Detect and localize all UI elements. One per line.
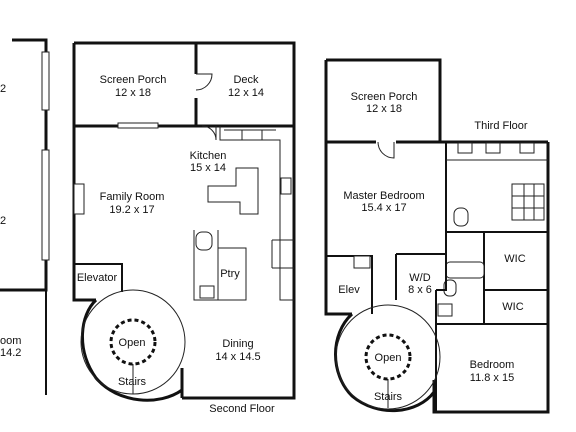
floor-label: Third Floor — [474, 120, 528, 132]
room-size: 12 x 18 — [366, 103, 402, 115]
door-swing-icon — [201, 125, 217, 141]
room-label: Dining — [222, 338, 253, 350]
left-fragment-top: 2 — [0, 83, 6, 95]
door-swing-icon — [195, 73, 213, 91]
room-label: Elevator — [77, 272, 118, 284]
room-size: 14 x 14.5 — [215, 351, 260, 363]
room-label: Bedroom — [470, 359, 515, 371]
room-label: WIC — [504, 253, 525, 265]
window-icon — [41, 149, 50, 261]
room-label: Deck — [233, 74, 259, 86]
left-fragment-room: oom — [0, 335, 21, 347]
stair-opening — [364, 333, 412, 381]
room-label: W/D — [409, 272, 430, 284]
bathtub-icon — [445, 261, 485, 279]
stair-opening — [109, 318, 157, 366]
room-label: Ptry — [220, 268, 240, 280]
floor-label: Second Floor — [209, 403, 275, 415]
room-size: 15 x 14 — [190, 162, 226, 174]
room-label: Screen Porch — [100, 74, 167, 86]
left-fragment-mid: 2 — [0, 215, 6, 227]
sliding-door-icon — [117, 122, 159, 129]
kitchen-island — [207, 167, 259, 215]
room-label: Open — [119, 337, 146, 349]
toilet-icon — [195, 231, 213, 251]
sink-icon — [519, 142, 535, 154]
sink-icon — [199, 285, 215, 299]
room-label: Stairs — [118, 376, 147, 388]
room-label: WIC — [502, 301, 523, 313]
room-label: Open — [375, 352, 402, 364]
toilet-icon — [453, 207, 469, 227]
second-floor-plan: Screen Porch 12 x 18 Deck 12 x 14 Kitche… — [72, 41, 296, 415]
sink-icon — [485, 142, 501, 154]
sink-icon — [241, 129, 263, 141]
third-floor-plan: Screen Porch 12 x 18 Master Bedroom 15.4… — [324, 58, 550, 414]
room-label: Master Bedroom — [343, 190, 424, 202]
sink-icon — [353, 255, 371, 269]
room-label: Family Room — [100, 191, 165, 203]
window-icon — [41, 51, 50, 111]
room-label: Stairs — [374, 391, 403, 403]
shower-icon — [511, 183, 545, 221]
left-fragment-size: 14.2 — [0, 347, 21, 359]
door-swing-icon — [377, 141, 395, 159]
room-size: 19.2 x 17 — [109, 204, 154, 216]
sink-icon — [457, 142, 473, 154]
room-size: 11.8 x 15 — [470, 372, 514, 384]
room-size: 12 x 14 — [228, 87, 264, 99]
left-partial-plan: 2 2 oom 14.2 — [0, 38, 50, 395]
room-label: Kitchen — [190, 150, 227, 162]
room-size: 12 x 18 — [115, 87, 151, 99]
room-size: 8 x 6 — [408, 284, 432, 296]
range-icon — [280, 177, 292, 195]
room-label: Screen Porch — [351, 91, 418, 103]
sink-icon — [437, 303, 453, 317]
room-label: Elev — [338, 284, 360, 296]
room-size: 15.4 x 17 — [361, 202, 406, 214]
fireplace-icon — [73, 183, 85, 215]
